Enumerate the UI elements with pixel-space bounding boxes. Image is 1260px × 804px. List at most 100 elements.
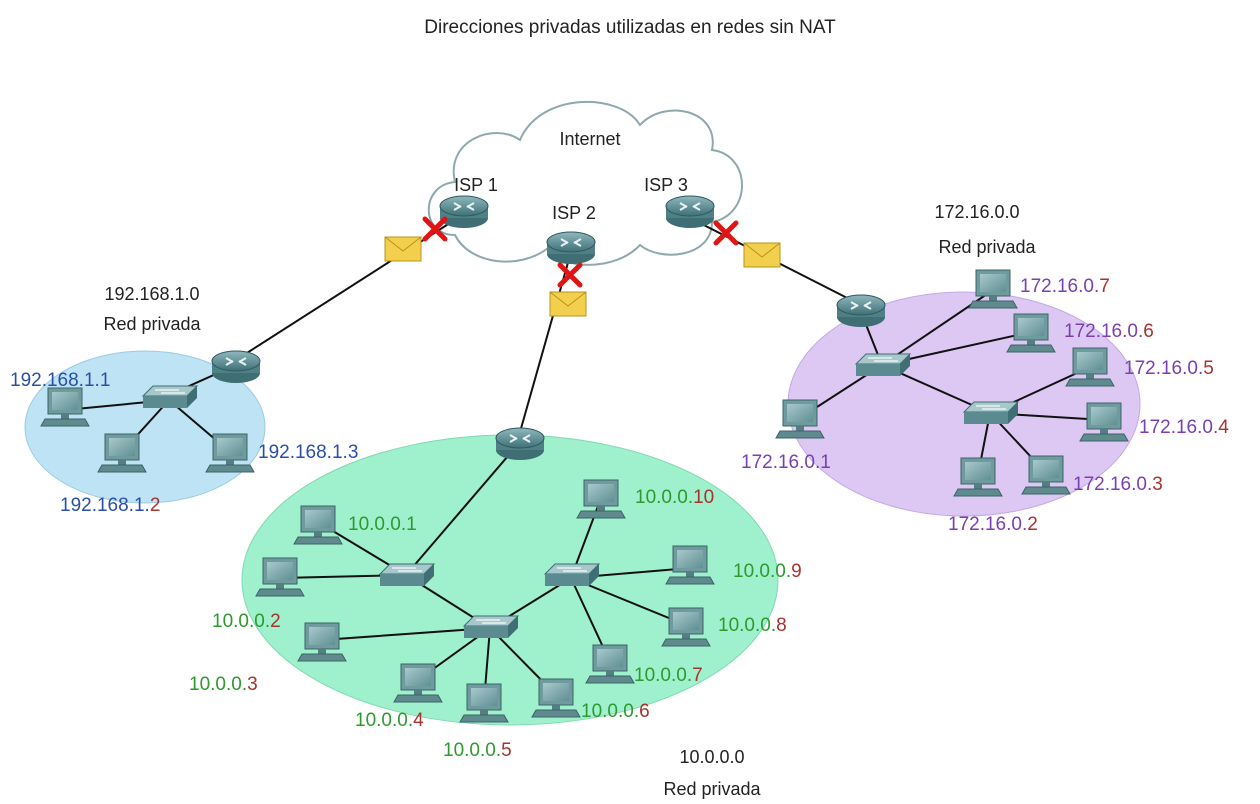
pc-icon bbox=[1065, 347, 1115, 387]
pc-icon bbox=[775, 399, 825, 439]
router-172-icon bbox=[836, 294, 886, 328]
isp2-label: ISP 2 bbox=[552, 203, 596, 223]
pc-icon bbox=[953, 457, 1003, 497]
address-prefix: 10.0.0. bbox=[581, 701, 639, 722]
net192-caption: Red privada bbox=[103, 314, 201, 334]
address-host: 3 bbox=[247, 674, 258, 695]
pc-icon bbox=[459, 683, 509, 723]
host-address: 192.168.1.1 bbox=[10, 370, 110, 391]
address-prefix: 172.16.0. bbox=[1064, 321, 1143, 342]
address-host: 8 bbox=[776, 615, 787, 636]
address-prefix: 10.0.0. bbox=[733, 561, 791, 582]
host-address: 172.16.0.7 bbox=[1020, 276, 1110, 297]
address-prefix: 10.0.0. bbox=[634, 665, 692, 686]
address-host: 5 bbox=[501, 740, 512, 761]
switch-icon bbox=[463, 615, 519, 639]
diagram-title: Direcciones privadas utilizadas en redes… bbox=[424, 17, 836, 38]
switch-icon bbox=[963, 401, 1019, 425]
net10-network-label: 10.0.0.0 bbox=[679, 747, 744, 767]
address-prefix: 10.0.0. bbox=[355, 710, 413, 731]
packet-envelope-icon bbox=[384, 236, 422, 262]
isp2-router-icon bbox=[546, 231, 596, 265]
address-host: 7 bbox=[692, 665, 703, 686]
address-prefix: 172.16.0. bbox=[948, 514, 1027, 535]
switch-icon bbox=[142, 385, 198, 409]
isp1-router-icon bbox=[439, 195, 489, 229]
pc-icon bbox=[531, 678, 581, 718]
address-host: 2 bbox=[1027, 514, 1038, 535]
address-host: 3 bbox=[348, 442, 359, 463]
host-address: 10.0.0.2 bbox=[212, 611, 281, 632]
pc-icon bbox=[968, 269, 1018, 309]
address-host: 9 bbox=[791, 561, 802, 582]
address-host: 1 bbox=[100, 370, 111, 391]
address-prefix: 172.16.0. bbox=[741, 452, 820, 473]
net10-caption: Red privada bbox=[663, 779, 761, 799]
address-prefix: 10.0.0. bbox=[212, 611, 270, 632]
host-address: 10.0.0.1 bbox=[348, 514, 417, 535]
pc-icon bbox=[255, 557, 305, 597]
pc-icon bbox=[393, 663, 443, 703]
address-prefix: 192.168.1. bbox=[60, 495, 150, 516]
switch-icon bbox=[855, 353, 911, 377]
host-address: 10.0.0.10 bbox=[635, 487, 714, 508]
address-prefix: 192.168.1. bbox=[258, 442, 348, 463]
address-prefix: 172.16.0. bbox=[1020, 276, 1099, 297]
pc-icon bbox=[1079, 402, 1129, 442]
host-address: 172.16.0.1 bbox=[741, 452, 831, 473]
switch-icon bbox=[544, 563, 600, 587]
host-address: 172.16.0.6 bbox=[1064, 321, 1154, 342]
address-host: 4 bbox=[413, 710, 424, 731]
address-host: 1 bbox=[406, 514, 417, 535]
host-address: 10.0.0.3 bbox=[189, 674, 258, 695]
net172-network-label: 172.16.0.0 bbox=[934, 202, 1019, 222]
host-address: 10.0.0.9 bbox=[733, 561, 802, 582]
address-host: 1 bbox=[820, 452, 831, 473]
isp3-label: ISP 3 bbox=[644, 175, 688, 195]
router-10-icon bbox=[495, 427, 545, 461]
address-host: 7 bbox=[1099, 276, 1110, 297]
address-prefix: 10.0.0. bbox=[348, 514, 406, 535]
host-address: 172.16.0.2 bbox=[948, 514, 1038, 535]
switch-icon bbox=[379, 563, 435, 587]
address-host: 5 bbox=[1203, 358, 1214, 379]
pc-icon bbox=[1021, 455, 1071, 495]
pc-icon bbox=[661, 607, 711, 647]
host-address: 10.0.0.8 bbox=[718, 615, 787, 636]
host-address: 192.168.1.3 bbox=[258, 442, 358, 463]
pc-icon bbox=[205, 433, 255, 473]
isp1-label: ISP 1 bbox=[454, 175, 498, 195]
address-host: 6 bbox=[639, 701, 650, 722]
address-prefix: 192.168.1. bbox=[10, 370, 100, 391]
host-address: 172.16.0.3 bbox=[1073, 474, 1163, 495]
address-prefix: 172.16.0. bbox=[1124, 358, 1203, 379]
host-address: 10.0.0.5 bbox=[443, 740, 512, 761]
pc-icon bbox=[40, 387, 90, 427]
address-host: 3 bbox=[1152, 474, 1163, 495]
packet-envelope-icon bbox=[743, 242, 781, 268]
pc-icon bbox=[97, 433, 147, 473]
address-host: 6 bbox=[1143, 321, 1154, 342]
router-192-icon bbox=[211, 350, 261, 384]
pc-icon bbox=[665, 545, 715, 585]
host-address: 192.168.1.2 bbox=[60, 495, 160, 516]
address-prefix: 172.16.0. bbox=[1073, 474, 1152, 495]
host-address: 10.0.0.6 bbox=[581, 701, 650, 722]
address-host: 2 bbox=[150, 495, 161, 516]
isp3-router-icon bbox=[665, 195, 715, 229]
packet-envelope-icon bbox=[549, 291, 587, 317]
blocked-x-icon bbox=[560, 265, 580, 285]
net192-network-label: 192.168.1.0 bbox=[104, 284, 199, 304]
pc-icon bbox=[297, 622, 347, 662]
internet-label: Internet bbox=[559, 129, 620, 149]
address-host: 2 bbox=[270, 611, 281, 632]
net172-caption: Red privada bbox=[938, 237, 1036, 257]
host-address: 10.0.0.4 bbox=[355, 710, 424, 731]
pc-icon bbox=[1006, 313, 1056, 353]
host-address: 172.16.0.5 bbox=[1124, 358, 1214, 379]
address-prefix: 10.0.0. bbox=[443, 740, 501, 761]
address-prefix: 172.16.0. bbox=[1139, 417, 1218, 438]
address-prefix: 10.0.0. bbox=[189, 674, 247, 695]
pc-icon bbox=[576, 479, 626, 519]
address-prefix: 10.0.0. bbox=[635, 487, 693, 508]
